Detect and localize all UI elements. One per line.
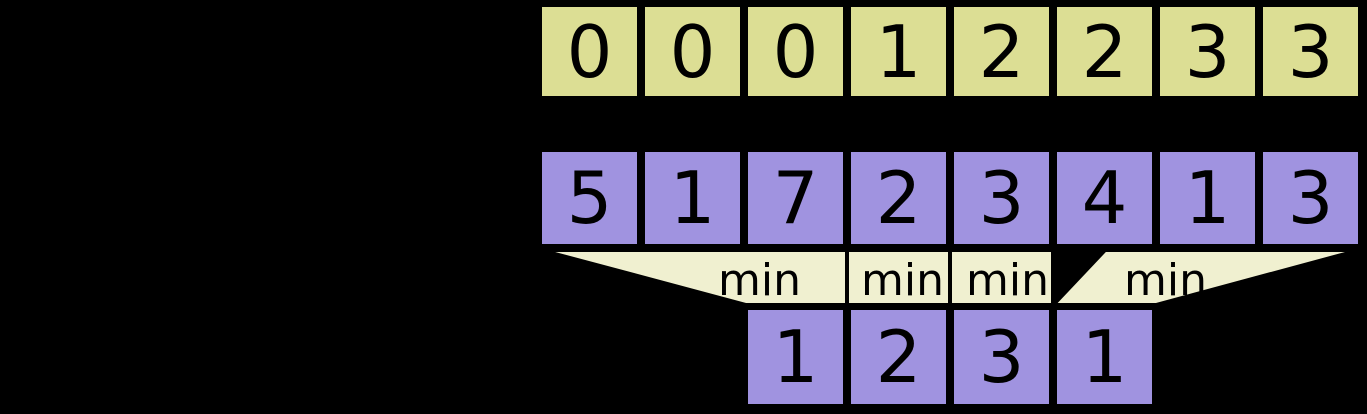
block-index-cell-6: 3 [1156,3,1259,100]
block-index-cell-5: 2 [1053,3,1156,100]
value-cell-5: 4 [1053,148,1156,248]
value-cell-7: 3 [1259,148,1362,248]
value-cell-0: 5 [538,148,641,248]
block-index-cell-2: 0 [744,3,847,100]
funnel-label-1: min [861,255,944,306]
funnel-label-3: min [1124,255,1207,306]
block-index-cell-0: 0 [538,3,641,100]
value-cell-1: 1 [641,148,744,248]
block-min-cell-0: 1 [744,306,847,408]
block-index-cell-7: 3 [1259,3,1362,100]
funnel-label-0: min [718,255,801,306]
value-cell-3: 2 [847,148,950,248]
block-min-cell-3: 1 [1053,306,1156,408]
value-cell-2: 7 [744,148,847,248]
value-cell-6: 1 [1156,148,1259,248]
block-index-cell-3: 1 [847,3,950,100]
block-min-cell-1: 2 [847,306,950,408]
funnel-label-2: min [966,255,1049,306]
block-index-cell-4: 2 [950,3,1053,100]
block-index-cell-1: 0 [641,3,744,100]
block-min-cell-2: 3 [950,306,1053,408]
value-cell-4: 3 [950,148,1053,248]
